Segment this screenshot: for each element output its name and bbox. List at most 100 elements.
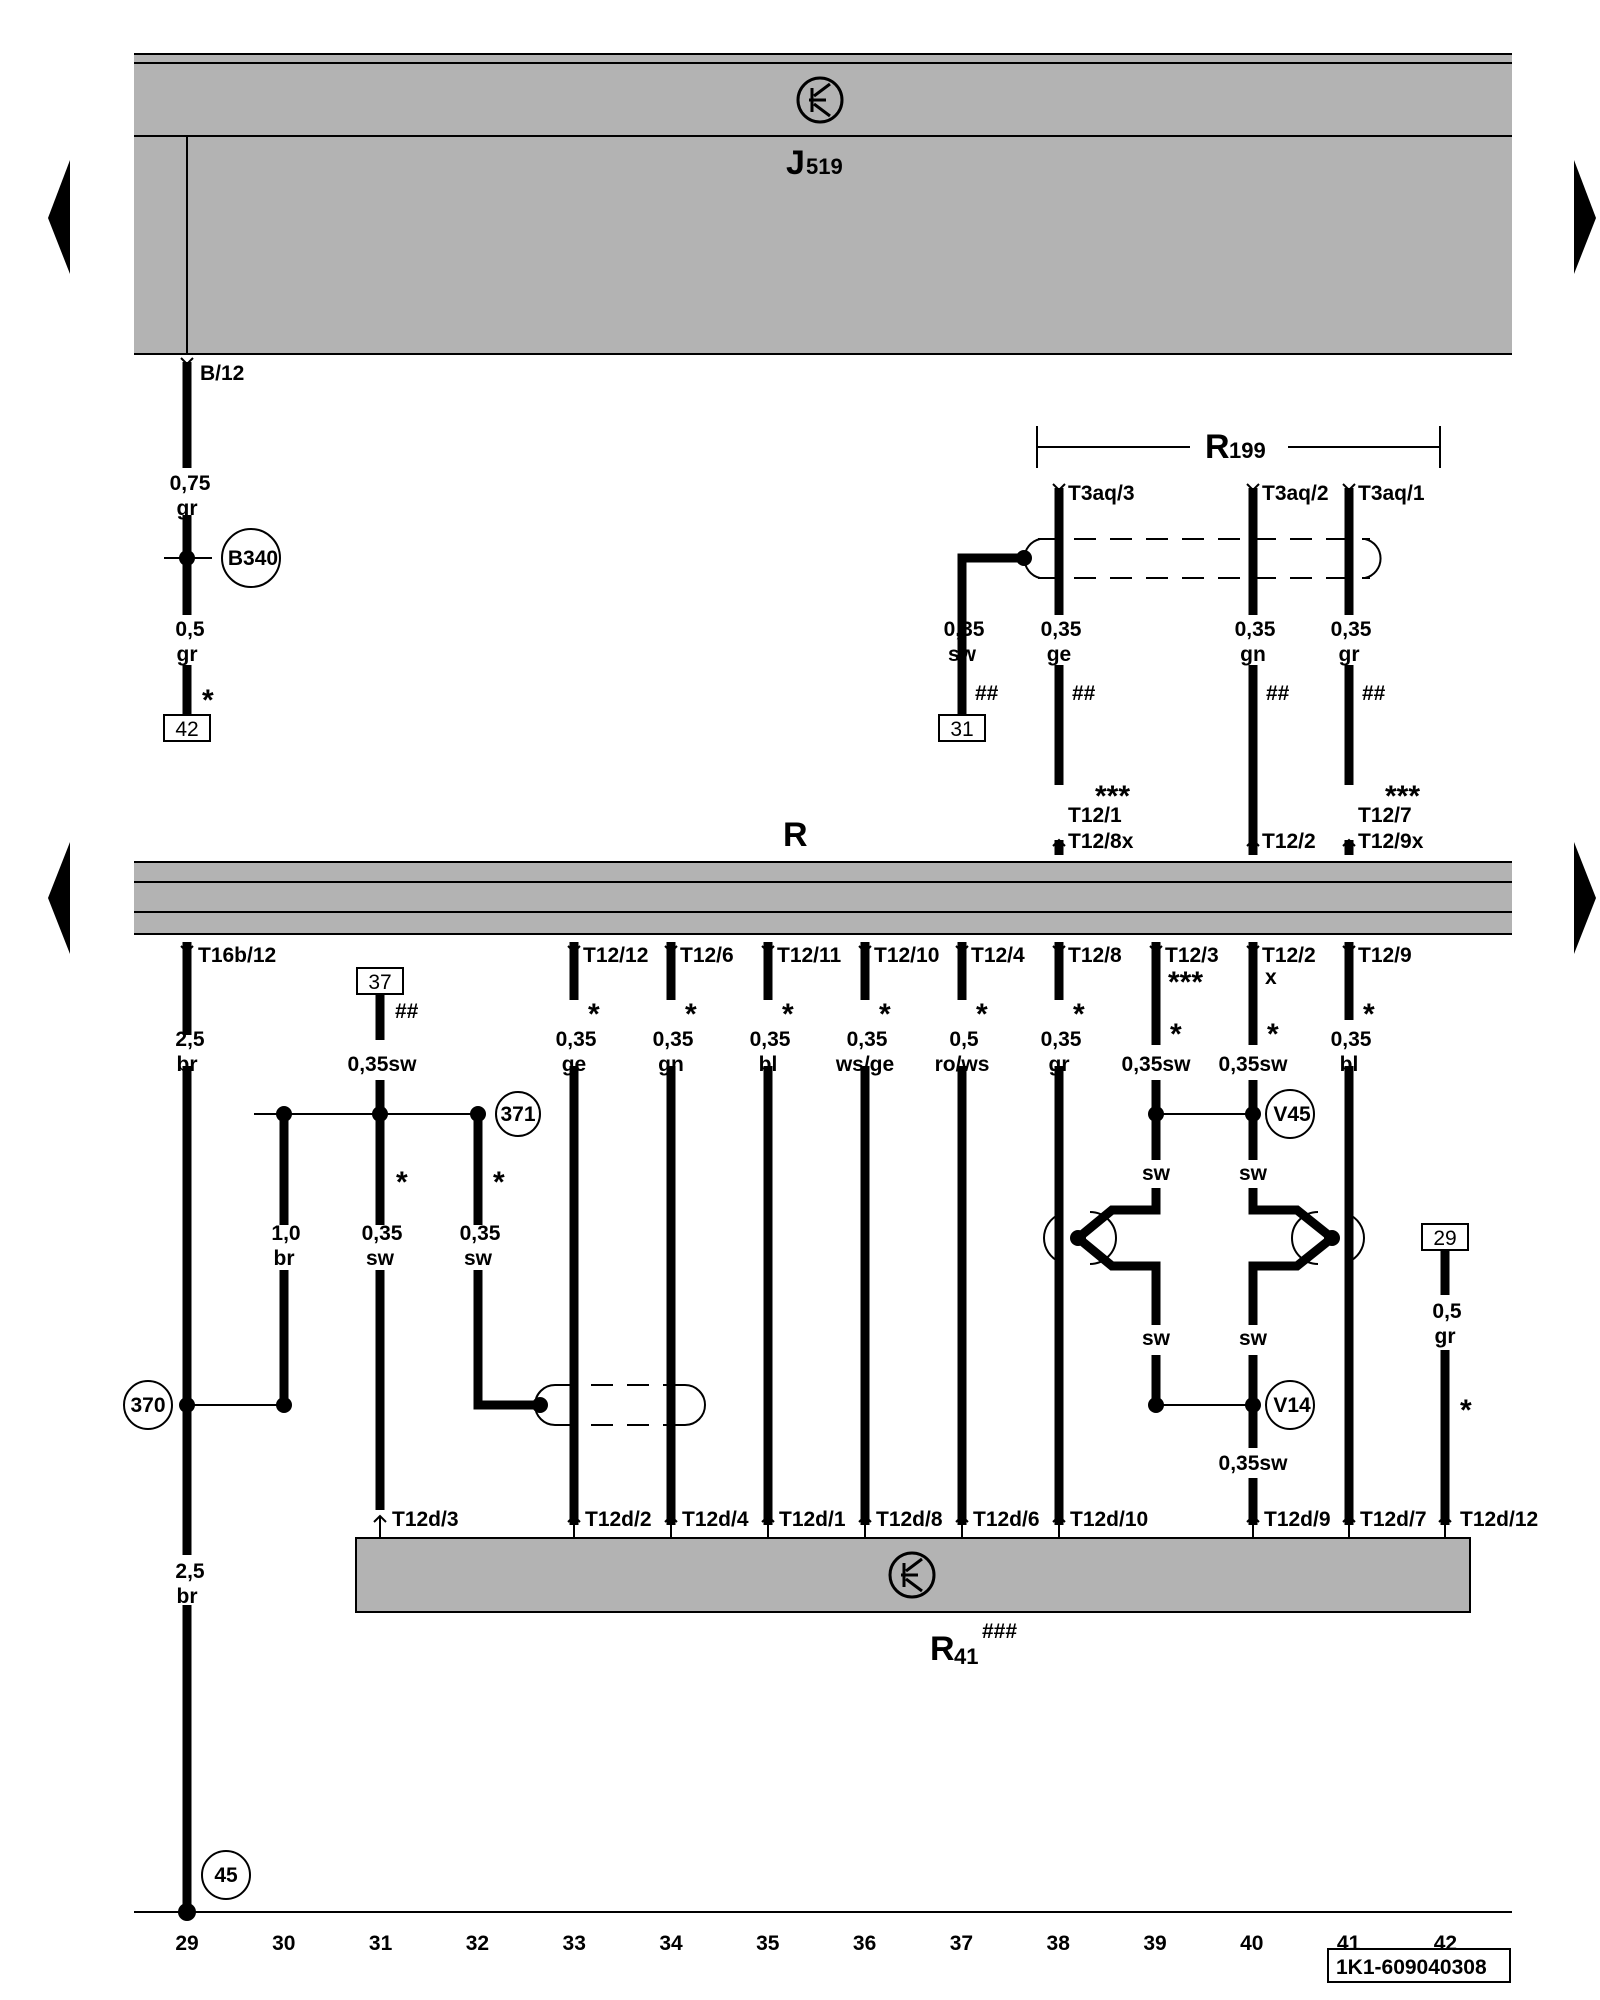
connector-label: T12d/2 — [585, 1508, 652, 1531]
column-number: 37 — [950, 1932, 973, 1955]
column-number: 36 — [853, 1932, 876, 1955]
column-number: 32 — [466, 1932, 489, 1955]
wire-size: 0,5 — [949, 1028, 979, 1051]
star-note: * — [685, 998, 697, 1031]
wire-color: gr — [1435, 1325, 1456, 1348]
star-note: * — [202, 684, 214, 717]
wire-color: sw — [948, 643, 977, 666]
wire-size: 0,35 — [556, 1028, 597, 1051]
connector-label: T12d/4 — [682, 1508, 749, 1531]
wire-color: sw — [1239, 1327, 1268, 1350]
wire-size: 0,75 — [170, 472, 211, 495]
connector-label: T12d/8 — [876, 1508, 943, 1531]
connector-label: T12/12 — [583, 944, 648, 967]
wire-size: 0,35 — [1041, 618, 1082, 641]
wire-color: sw — [1142, 1162, 1171, 1185]
column-number: 38 — [1047, 1932, 1071, 1955]
wire-color: sw — [1142, 1327, 1171, 1350]
wire-color: bl — [759, 1053, 778, 1076]
connector-label: T3aq/3 — [1068, 482, 1135, 505]
column-number: 31 — [369, 1932, 393, 1955]
connector-label: T12/8 — [1068, 944, 1122, 967]
star-note: * — [1073, 998, 1085, 1031]
r199-letter: R — [1205, 428, 1230, 466]
node-371: 371 — [495, 1091, 541, 1137]
wire-labels: 0,75 gr 0,5 gr 0,35 sw 0,35 ge 0,35 gn 0… — [170, 472, 1462, 1608]
star-note: * — [1267, 1018, 1279, 1051]
svg-text:42: 42 — [175, 718, 198, 741]
wire-color: ge — [1047, 643, 1072, 666]
connector-label: T12d/10 — [1070, 1508, 1148, 1531]
hash-note: ## — [1072, 682, 1096, 705]
wire-color: gr — [177, 643, 198, 666]
footnote-markers: * ## ## ## ## *** *** ## * * * * * * ***… — [202, 682, 1472, 1427]
wire-color: ge — [562, 1053, 587, 1076]
connector-label: T12/2 — [1262, 944, 1316, 967]
node-v45: V45 — [1265, 1089, 1315, 1139]
electronic-unit-icon — [796, 76, 844, 124]
wire-size: 0,35 — [653, 1028, 694, 1051]
r199-subscript: 199 — [1229, 438, 1266, 463]
connector-label: T12/6 — [680, 944, 734, 967]
column-number: 30 — [272, 1932, 295, 1955]
node-v14: V14 — [1265, 1380, 1315, 1430]
wire-color: br — [274, 1247, 295, 1270]
wire-size: 0,35 — [460, 1222, 501, 1245]
star-note: * — [782, 998, 794, 1031]
diagram-id-box: 1K1-609040308 — [1327, 1948, 1511, 1983]
wire-columns-30-32 — [254, 993, 706, 1510]
connector-label: T12d/3 — [392, 1508, 459, 1531]
column-number: 40 — [1240, 1932, 1263, 1955]
ref-box-29: 29 — [1421, 1223, 1469, 1251]
connector-label: T12/10 — [874, 944, 939, 967]
column-number: 29 — [175, 1932, 198, 1955]
wire-size: 0,35 — [944, 618, 985, 641]
prev-page-arrow-icon[interactable] — [48, 842, 70, 954]
column-number: 35 — [756, 1932, 780, 1955]
connector-label: T12d/12 — [1460, 1508, 1538, 1531]
ref-box-31: 31 — [938, 714, 986, 742]
star-note: * — [493, 1166, 505, 1199]
wire-color: gn — [658, 1053, 684, 1076]
connector-label: T12/1 — [1068, 804, 1122, 827]
connector-note: x — [1265, 966, 1277, 989]
hash-note: ## — [975, 682, 999, 705]
wire-color: sw — [1239, 1162, 1268, 1185]
star-note: * — [976, 998, 988, 1031]
svg-text:370: 370 — [130, 1394, 165, 1417]
wire-color: br — [177, 1053, 198, 1076]
j519-letter: J — [786, 144, 805, 182]
connector-labels: B/12 T3aq/3 T3aq/2 T3aq/1 T12/1 T12/8x T… — [198, 362, 1538, 1531]
wire-color: br — [177, 1585, 198, 1608]
connector-label: T12/11 — [777, 944, 842, 967]
svg-text:371: 371 — [500, 1103, 535, 1126]
ref-box-42: 42 — [163, 714, 211, 742]
hash-note: ## — [395, 1000, 419, 1023]
wire-size: 0,35 — [362, 1222, 403, 1245]
star-note: * — [396, 1166, 408, 1199]
next-page-arrow-icon[interactable] — [1574, 160, 1596, 274]
column-number: 33 — [563, 1932, 586, 1955]
wire-size-color: 0,35sw — [348, 1053, 418, 1076]
wire-color: ro/ws — [935, 1053, 990, 1076]
wire-color: sw — [366, 1247, 395, 1270]
connector-label: T12d/1 — [779, 1508, 846, 1531]
wire-columns-33-41 — [569, 942, 1450, 1525]
prev-page-arrow-icon[interactable] — [48, 160, 70, 274]
star-note: * — [1170, 1018, 1182, 1051]
wire-size: 2,5 — [175, 1028, 205, 1051]
r-label: R — [783, 816, 808, 854]
wire-color: bl — [1340, 1053, 1359, 1076]
node-b340: B340 — [221, 528, 281, 588]
wire-color: gr — [177, 497, 198, 520]
connector-label: T12/2 — [1262, 830, 1316, 853]
wire-size: 0,35 — [1331, 1028, 1372, 1051]
next-page-arrow-icon[interactable] — [1574, 842, 1596, 954]
wire-color: gn — [1240, 643, 1266, 666]
svg-text:V45: V45 — [1273, 1103, 1311, 1126]
wire-size-color: 0,35sw — [1219, 1452, 1289, 1475]
r-connection-bar: R — [134, 816, 1512, 935]
column-number: 34 — [659, 1932, 683, 1955]
connector-label: T12d/7 — [1360, 1508, 1427, 1531]
